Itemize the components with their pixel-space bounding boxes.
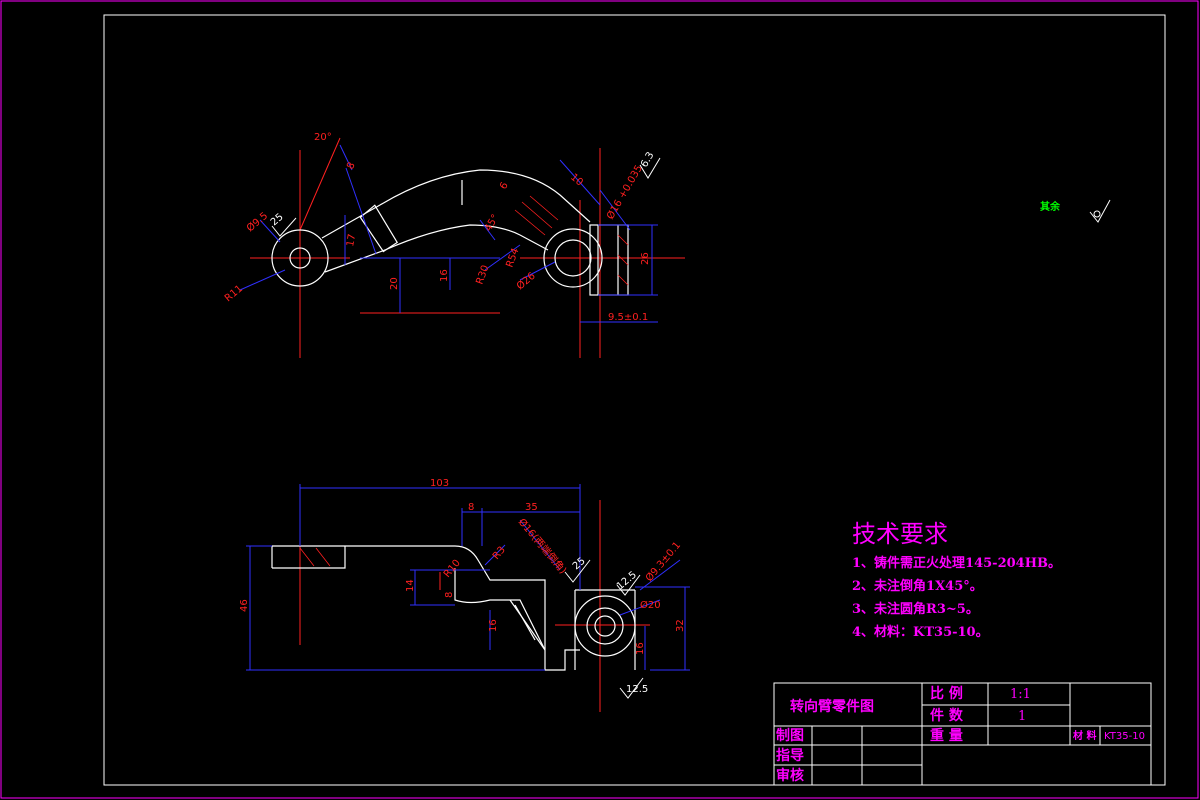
other-surfaces-roughness-symbol <box>1089 199 1111 223</box>
dim-17: 17 <box>345 233 358 247</box>
dim-14: 14 <box>405 579 416 592</box>
dim-8-top: 8 <box>345 160 358 171</box>
dim-angle-20: 20° <box>314 132 332 143</box>
other-surfaces-label: 其余 <box>1040 200 1061 213</box>
dim-phi9-top: Ø9.5 <box>244 210 270 234</box>
drawn-by-label: 制图 <box>776 727 804 744</box>
dim-r3: R3 <box>491 545 508 562</box>
tech-requirement-3: 3、未注圆角R3~5。 <box>852 601 979 617</box>
dim-8-bottom-vertical: 8 <box>444 592 455 598</box>
dim-16-bottom-left: 16 <box>488 619 499 632</box>
inner-frame <box>103 14 1166 786</box>
dim-6-top: 6 <box>498 180 511 191</box>
dim-20-top: 20 <box>389 277 400 290</box>
dim-8-bottom: 8 <box>468 502 474 513</box>
front-view: 103 8 35 Ø16(两端倒角) R3 R10 25 Ø9.3±0.1 12… <box>239 478 690 712</box>
dim-16-bottom-right: 16 <box>635 642 646 655</box>
roughness-6-3: 6.3 <box>639 150 656 169</box>
material-value: KT35-10 <box>1104 731 1145 742</box>
guided-by-label: 指导 <box>776 747 804 764</box>
dim-phi16-note: Ø16(两端倒角) <box>516 516 570 577</box>
dim-phi16-top: Ø16 +0.035 <box>604 163 645 222</box>
dim-46: 46 <box>239 599 250 612</box>
dim-10-top: 10 <box>568 172 585 189</box>
dim-9-5: 9.5±0.1 <box>608 312 648 323</box>
roughness-25-bottom: 25 <box>571 556 588 573</box>
material-label: 材 料 <box>1073 729 1096 742</box>
roughness-25-top: 25 <box>269 212 286 229</box>
quantity-label: 件 数 <box>930 707 964 724</box>
dim-32: 32 <box>675 619 686 632</box>
tech-requirements-title: 技术要求 <box>852 520 948 548</box>
dim-35: 35 <box>525 502 538 513</box>
reviewed-by-label: 审核 <box>776 767 804 784</box>
dim-26: 26 <box>640 252 651 265</box>
scale-value: 1:1 <box>1010 687 1031 702</box>
title-block <box>773 682 1152 786</box>
dim-r11: R11 <box>223 283 245 304</box>
dim-r54: R54 <box>504 247 521 269</box>
dim-16-top: 16 <box>439 269 450 282</box>
roughness-12-5-right: 12.5 <box>615 570 639 593</box>
quantity-value: 1 <box>1018 709 1026 724</box>
roughness-12-5-bottom: 12.5 <box>626 684 648 695</box>
dim-angle-45: 45° <box>483 213 501 234</box>
dim-phi20: Ø20 <box>640 599 661 611</box>
roughness-circle <box>1093 210 1101 218</box>
top-view: 20° 8 Ø9.5 25 17 R11 20 16 R30 R54 45° 6… <box>223 132 685 358</box>
weight-label: 重 量 <box>930 727 963 744</box>
tech-requirement-4: 4、材料：KT35-10。 <box>852 624 989 640</box>
part-name: 转向臂零件图 <box>790 698 874 715</box>
dim-r10: R10 <box>442 558 463 580</box>
tech-requirement-1: 1、铸件需正火处理145-204HB。 <box>852 555 1061 571</box>
tech-requirement-2: 2、未注倒角1X45°。 <box>852 578 983 594</box>
dim-r30: R30 <box>474 264 491 286</box>
scale-label: 比 例 <box>930 685 963 702</box>
dim-103: 103 <box>430 478 449 489</box>
